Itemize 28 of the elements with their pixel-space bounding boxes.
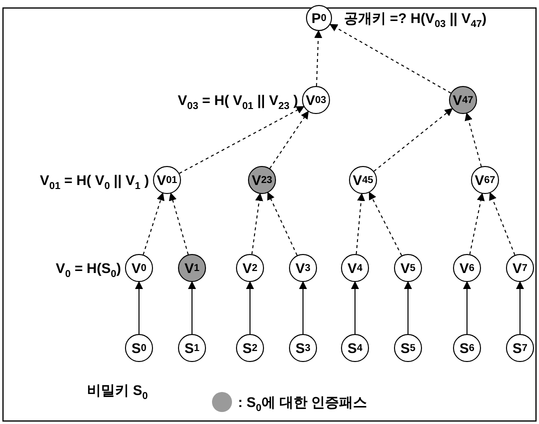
arrow (516, 281, 524, 334)
formula-label: V$_{0}$ = H(S$_{0}$) (56, 260, 121, 282)
formula-label: V$_{03}$ = H( V$_{01}$ || V$_{23}$ ) (178, 92, 298, 114)
formula-label: 공개키 =? H(V$_{03}$ || V$_{47}$) (344, 10, 486, 32)
arrow (489, 192, 516, 256)
arrow (135, 281, 143, 334)
arrow (168, 192, 189, 256)
arrow (469, 192, 485, 255)
formula-label: 비밀키 S$_{0}$ (87, 382, 148, 404)
arrow (188, 281, 196, 334)
arrow (142, 192, 164, 256)
arrow (351, 281, 359, 334)
arrow (368, 192, 402, 256)
arrow (314, 30, 322, 86)
arrow (464, 112, 482, 167)
legend-text: : S$_{0}$에 대한 인증패스 (238, 394, 368, 416)
arrow (269, 110, 309, 169)
arrow (246, 281, 254, 334)
formula-label: V$_{01}$ = H( V$_{0}$ || V$_{1}$ ) (40, 172, 149, 194)
arrow (267, 192, 298, 256)
arrow (251, 192, 264, 255)
arrow (463, 281, 471, 334)
arrow (356, 192, 366, 255)
arrow (178, 106, 305, 174)
arrow (329, 24, 452, 94)
arrow (404, 281, 412, 334)
arrow (299, 281, 307, 334)
arrow (373, 108, 453, 172)
